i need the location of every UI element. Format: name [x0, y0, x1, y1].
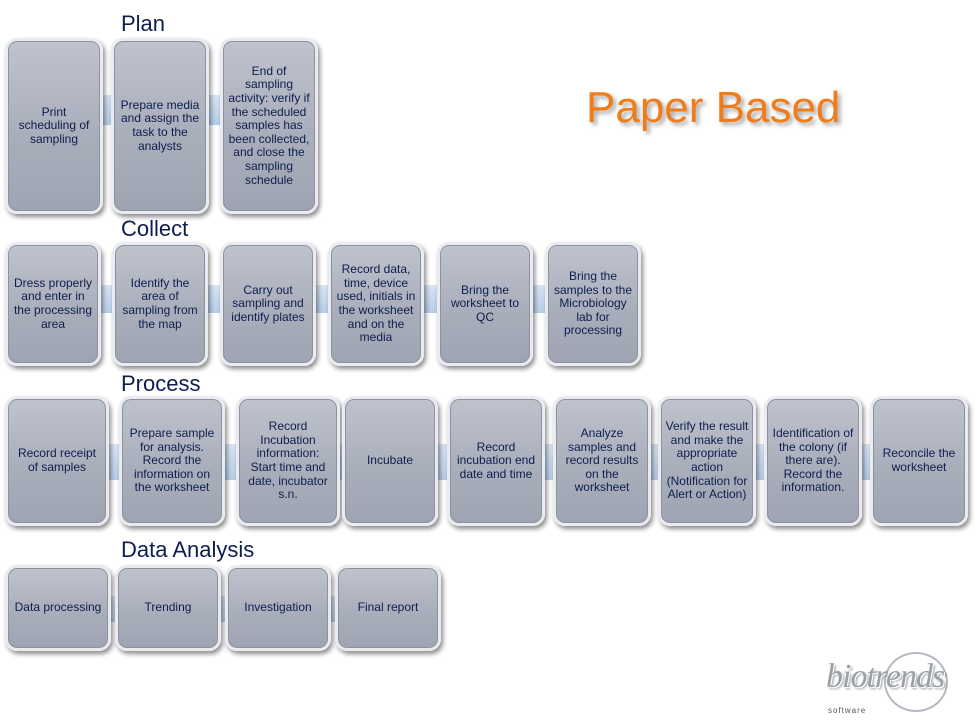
step-label: Reconcile the worksheet — [882, 446, 956, 474]
logo-ring-icon — [884, 652, 948, 712]
step-label: Record Incubation information: Start tim… — [248, 419, 328, 502]
step-label: Prepare media and assign the task to the… — [120, 97, 200, 153]
step-label: Print scheduling of sampling — [18, 104, 90, 146]
step-label: Final report — [357, 600, 419, 615]
step-box: Data processing — [5, 565, 111, 651]
step-box: Reconcile the worksheet — [870, 396, 968, 526]
step-box: Final report — [335, 565, 441, 651]
step-label: Record receipt of samples — [17, 446, 97, 474]
step-label: Identification of the colony (if there a… — [772, 426, 854, 495]
step-label: Dress properly and enter in the processi… — [13, 275, 93, 331]
section-heading-plan: Plan — [121, 11, 166, 36]
step-label: Record data, time, device used, initials… — [336, 262, 416, 345]
step-box: Bring the samples to the Microbiology la… — [545, 242, 641, 366]
step-box: Carry out sampling and identify plates — [220, 242, 316, 366]
step-box: End of sampling activity: verify if the … — [220, 38, 318, 214]
step-box: Record incubation end date and time — [447, 396, 545, 526]
section-heading-collect: Collect — [121, 216, 189, 241]
step-box: Analyze samples and record results on th… — [553, 396, 651, 526]
step-box: Print scheduling of sampling — [5, 38, 103, 214]
step-label: Bring the samples to the Microbiology la… — [553, 269, 633, 338]
step-box: Prepare media and assign the task to the… — [111, 38, 209, 214]
step-label: Investigation — [244, 600, 312, 615]
logo-subtext: software — [828, 706, 867, 715]
page-title: Paper Based — [586, 83, 841, 132]
step-box: Identify the area of sampling from the m… — [112, 242, 208, 366]
brand-logo: biotrends software — [826, 648, 948, 720]
step-box: Verify the result and make the appropria… — [658, 396, 756, 526]
logo-text: biotrends — [826, 658, 945, 695]
step-label: Incubate — [366, 453, 414, 468]
step-box: Incubate — [342, 396, 438, 526]
step-label: Trending — [144, 600, 192, 615]
step-label: Analyze samples and record results on th… — [565, 426, 639, 495]
section-heading-data-analysis: Data Analysis — [121, 537, 255, 562]
step-label: Identify the area of sampling from the m… — [122, 275, 198, 331]
step-box: Bring the worksheet to QC — [437, 242, 533, 366]
step-label: Data processing — [14, 600, 102, 615]
step-box: Identification of the colony (if there a… — [764, 396, 862, 526]
step-label: Verify the result and make the appropria… — [665, 419, 749, 502]
step-label: End of sampling activity: verify if the … — [228, 63, 310, 187]
step-box: Record receipt of samples — [5, 396, 109, 526]
step-label: Record incubation end date and time — [456, 439, 536, 481]
step-label: Bring the worksheet to QC — [450, 282, 520, 324]
section-heading-process: Process — [121, 371, 201, 396]
step-box: Trending — [115, 565, 221, 651]
step-label: Prepare sample for analysis. Record the … — [129, 426, 215, 495]
step-box: Record data, time, device used, initials… — [328, 242, 424, 366]
step-box: Dress properly and enter in the processi… — [5, 242, 101, 366]
step-box: Prepare sample for analysis. Record the … — [119, 396, 225, 526]
step-box: Investigation — [225, 565, 331, 651]
step-box: Record Incubation information: Start tim… — [236, 396, 340, 526]
step-label: Carry out sampling and identify plates — [231, 282, 305, 324]
